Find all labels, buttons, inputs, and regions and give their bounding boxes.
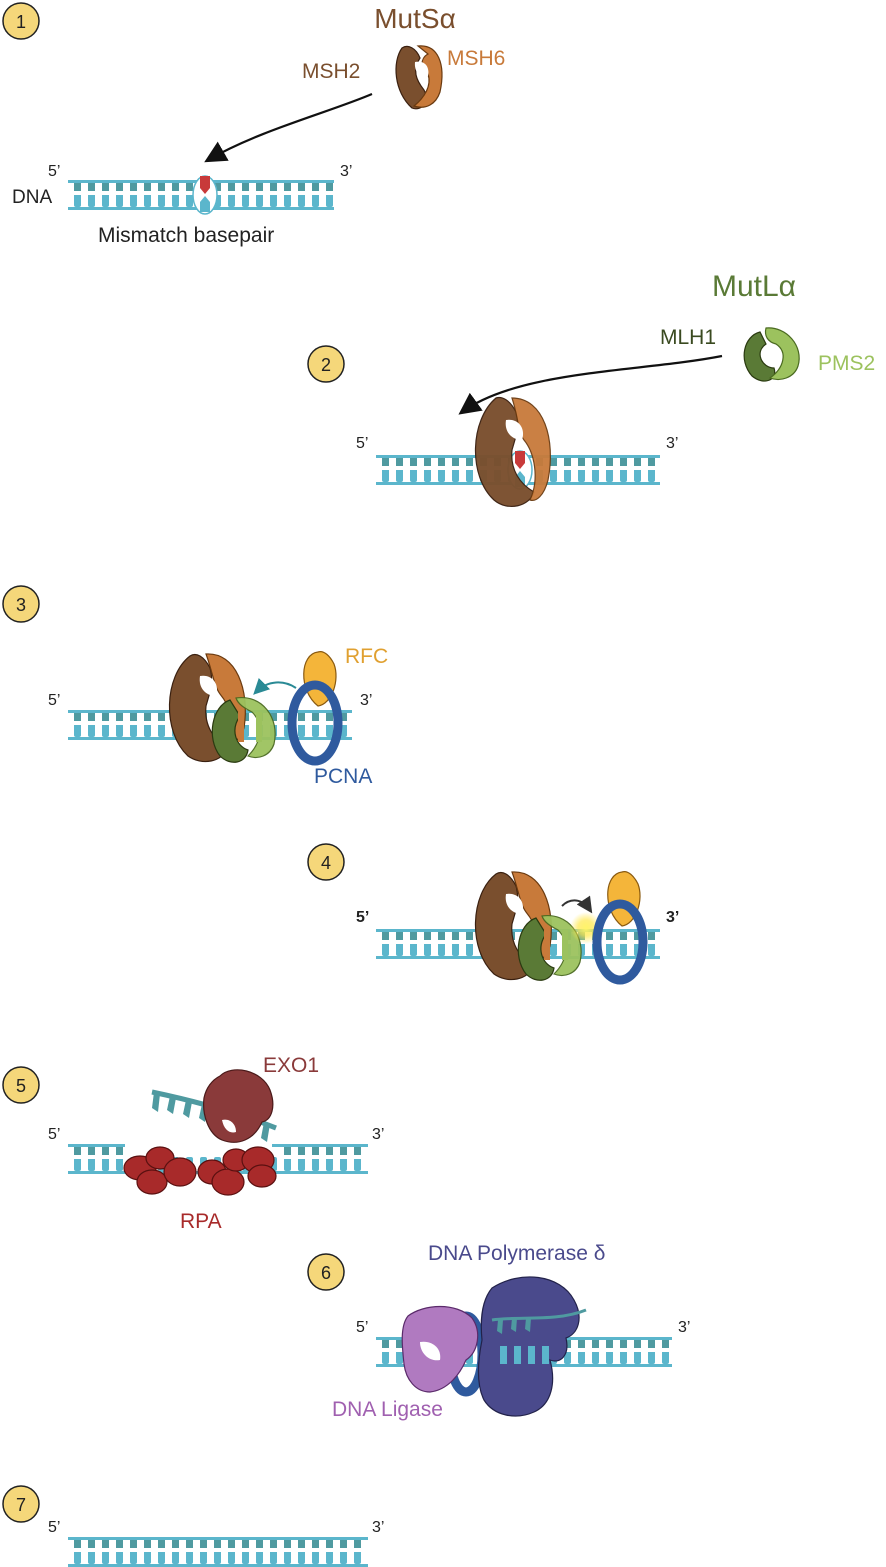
arrow-pcna-load	[253, 677, 297, 695]
step-badge-7: 7	[2, 1485, 40, 1523]
five-prime: 5’	[48, 1126, 60, 1143]
three-prime: 3’	[666, 435, 678, 452]
rpa-proteins	[123, 1146, 277, 1196]
five-prime: 5’	[356, 1319, 368, 1336]
mutsa-label: MutSα	[374, 3, 456, 34]
step-badge-6: 6	[307, 1253, 345, 1291]
arrow-mutla-to-dna	[458, 354, 723, 415]
step-5: 5 EXO1 5’ 3’	[2, 1054, 384, 1233]
rfc-label: RFC	[345, 645, 388, 668]
mismatch-label: Mismatch basepair	[98, 224, 274, 247]
mutla-protein	[743, 327, 800, 382]
five-prime: 5’	[356, 909, 369, 926]
step-number: 2	[321, 355, 331, 375]
step-badge-4: 4	[307, 843, 345, 881]
pcna-ring	[287, 680, 343, 766]
rpa-label: RPA	[180, 1210, 222, 1233]
dna-label: DNA	[12, 187, 52, 208]
step-badge-1: 1	[2, 2, 40, 40]
step-number: 7	[16, 1495, 26, 1515]
msh2-label: MSH2	[302, 60, 360, 83]
step-number: 3	[16, 595, 26, 615]
step-badge-3: 3	[2, 585, 40, 623]
three-prime: 3’	[340, 163, 352, 180]
step-number: 6	[321, 1263, 331, 1283]
step-7: 7 5’ 3’	[2, 1485, 384, 1567]
pcna-label: PCNA	[314, 765, 372, 788]
dna-strand	[68, 175, 334, 215]
msh6-label: MSH6	[447, 47, 505, 70]
five-prime: 5’	[356, 435, 368, 452]
mlh1-label: MLH1	[660, 326, 716, 349]
three-prime: 3’	[360, 692, 372, 709]
three-prime: 3’	[666, 909, 679, 926]
mutla-bound	[211, 697, 276, 763]
step-number: 1	[16, 12, 26, 32]
dna-strand	[68, 1537, 368, 1567]
mutsa-protein	[395, 45, 443, 110]
five-prime: 5’	[48, 163, 60, 180]
step-badge-5: 5	[2, 1066, 40, 1104]
step-number: 5	[16, 1076, 26, 1096]
new-strand	[491, 1308, 587, 1322]
step-4: 4 5’ 3’	[307, 843, 679, 985]
exo1-protein	[203, 1069, 274, 1143]
ligase-protein	[401, 1306, 479, 1393]
step-6: 6 DNA Polymerase δ 5’ 3’ DNA Ligase	[307, 1242, 690, 1421]
five-prime: 5’	[48, 692, 60, 709]
ligase-label: DNA Ligase	[332, 1398, 443, 1421]
step-1: 1 MutSα MSH2 MSH6 5’ 3’ DNA Mismatch bas…	[2, 2, 505, 247]
arrow-activation	[561, 895, 593, 914]
pol-label: DNA Polymerase δ	[428, 1242, 605, 1265]
arrow-mutsa-to-dna	[204, 92, 373, 163]
exo1-label: EXO1	[263, 1054, 319, 1077]
mutsa-bound	[474, 396, 551, 508]
step-3: 3 RFC 5’ 3’ PCNA	[2, 585, 388, 788]
three-prime: 3’	[678, 1319, 690, 1336]
step-badge-2: 2	[307, 345, 345, 383]
three-prime: 3’	[372, 1519, 384, 1536]
step-number: 4	[321, 853, 331, 873]
mutla-label: MutLα	[712, 270, 796, 303]
three-prime: 3’	[372, 1126, 384, 1143]
pcna-ring	[592, 899, 648, 985]
pms2-label: PMS2	[818, 352, 875, 375]
step-2: 2 MutLα MLH1 PMS2 5’ 3’	[307, 270, 875, 508]
five-prime: 5’	[48, 1519, 60, 1536]
